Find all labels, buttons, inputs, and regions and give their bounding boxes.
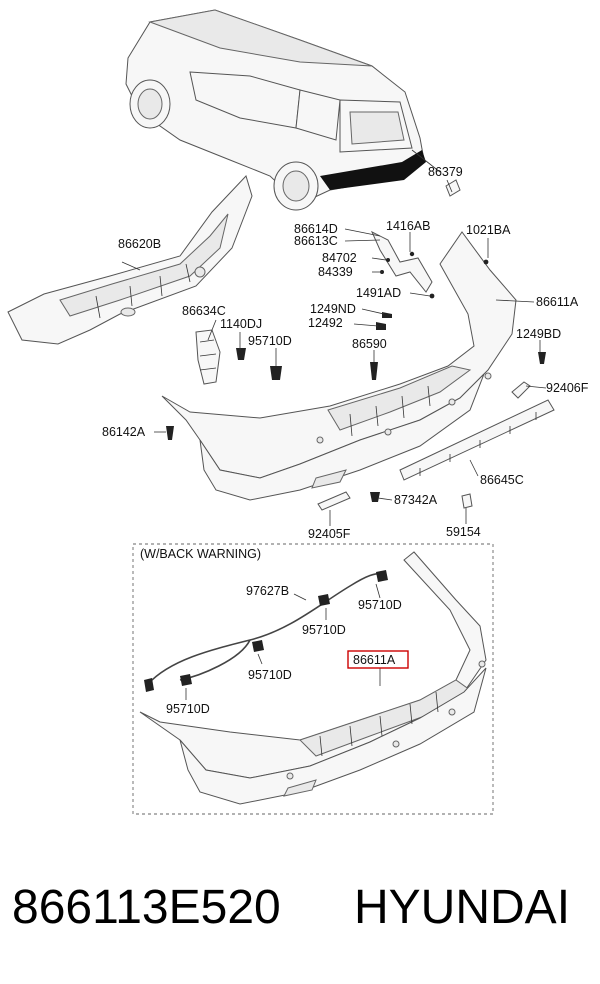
label-86590: 86590 [352,337,387,351]
label-92406F: 92406F [546,381,589,395]
rear-bumper-cover [161,231,517,501]
label-1249ND: 1249ND [310,302,356,316]
label-95710D-top: 95710D [248,334,292,348]
label-1021BA: 1021BA [466,223,511,237]
label-95710D-right: 95710D [358,598,402,612]
reflector-parts [317,179,555,511]
leader-lines [121,179,547,526]
label-86613C: 86613C [294,234,338,248]
part-number: 866113E520 [12,881,281,934]
label-59154: 59154 [446,525,481,539]
label-87342A: 87342A [394,493,438,507]
vehicle-illustration [125,9,441,211]
label-84339: 84339 [318,265,353,279]
label-86142A: 86142A [102,425,146,439]
back-warning-section: (W/BACK WARNING) [132,543,494,815]
label-1491AD: 1491AD [356,286,401,300]
label-86620B: 86620B [118,237,161,251]
fasteners [166,251,546,502]
back-warning-title: (W/BACK WARNING) [140,547,261,561]
label-86645C: 86645C [480,473,524,487]
label-12492: 12492 [308,316,343,330]
label-84702: 84702 [322,251,357,265]
label-86634C: 86634C [182,304,226,318]
label-86611A-top: 86611A [536,295,579,309]
label-95710D-left: 95710D [166,702,210,716]
label-92405F: 92405F [308,527,351,541]
back-warning-box [132,543,494,815]
bumper-beam [7,175,253,345]
label-86611A-highlighted: 86611A [353,653,396,667]
label-1249BD: 1249BD [516,327,561,341]
label-95710D-mid: 95710D [302,623,346,637]
footer: 866113E520 HYUNDAI [0,872,600,952]
label-97627B: 97627B [246,584,289,598]
label-95710D-center: 95710D [248,668,292,682]
label-1140DJ: 1140DJ [220,317,262,331]
label-86379: 86379 [428,165,463,179]
part-labels-top: 86379 86614D 86613C 1416AB 1021BA 84702 … [102,165,589,541]
label-1416AB: 1416AB [386,219,430,233]
highlight-box-86611A [347,650,409,669]
label-86614D: 86614D [294,222,338,236]
part-labels-warning: 97627B 95710D 95710D 95710D 95710D 86611… [166,584,409,716]
brand-name: HYUNDAI [354,881,571,934]
